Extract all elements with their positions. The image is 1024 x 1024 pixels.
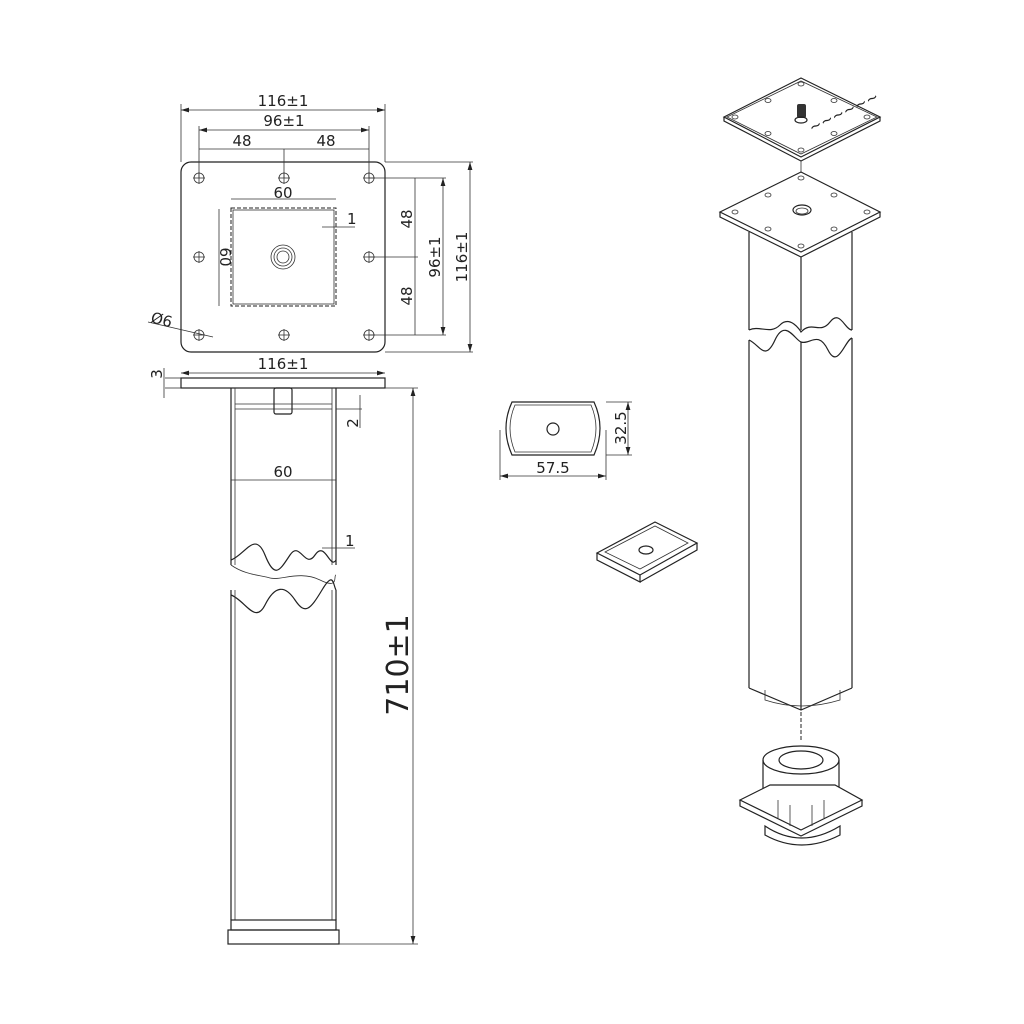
iso-hole: [797, 175, 805, 181]
dim-tube-width: 60: [273, 463, 292, 481]
dim-hole-diameter: Ø6: [149, 308, 174, 331]
dim-total-height: 710±1: [381, 614, 416, 715]
dim-plate-width: 116±1: [258, 355, 309, 373]
dim-half-bottom: 48: [398, 286, 416, 305]
iso-hole: [830, 98, 838, 103]
dim-half-right: 48: [316, 132, 335, 150]
side-view-leg: [180, 377, 386, 945]
iso-hole: [863, 114, 871, 120]
iso-hole: [830, 226, 838, 232]
iso-hole: [731, 114, 739, 120]
hole-icon: [278, 329, 290, 341]
dim-overall-width: 116±1: [258, 92, 309, 110]
side-view-dimensions: 116±1 3 2 60 1 710±1: [148, 355, 418, 945]
iso-leg-tube: [718, 171, 882, 740]
dim-half-top: 48: [398, 209, 416, 228]
iso-leveling-foot: [738, 745, 864, 846]
iso-hole: [731, 209, 739, 215]
dim-hole-span-height: 96±1: [426, 236, 444, 277]
iso-hole: [830, 131, 838, 136]
iso-hole: [764, 98, 772, 103]
iso-hole: [764, 192, 772, 198]
iso-hole: [830, 192, 838, 198]
iso-hole: [797, 243, 805, 249]
iso-hole: [764, 131, 772, 136]
top-view-dimensions: 116±1 96±1 48 48 60 60 1 Ø6 48 48 96±1 1…: [147, 92, 473, 353]
dim-inner-height: 60: [216, 247, 234, 266]
dim-inner-width: 60: [273, 184, 292, 202]
iso-mounting-plate: ~~~~~~: [722, 77, 882, 172]
dim-wall-top: 1: [347, 210, 357, 228]
dim-gap: 2: [344, 418, 362, 428]
dim-nut-height: 32.5: [612, 411, 630, 444]
iso-plate-holes: [731, 81, 871, 153]
dim-nut-width: 57.5: [536, 459, 569, 477]
nut-plate-isometric: [595, 521, 699, 583]
iso-hole: [797, 147, 805, 153]
hole-icon: [193, 251, 205, 263]
dim-plate-thickness: 3: [148, 369, 166, 379]
iso-hole: [764, 226, 772, 232]
dim-wall-side: 1: [345, 532, 355, 550]
iso-top-plate-holes: [731, 175, 871, 249]
iso-hole: [863, 209, 871, 215]
dim-overall-height: 116±1: [453, 232, 471, 283]
center-boss: [270, 244, 296, 270]
dim-half-left: 48: [232, 132, 251, 150]
nut-plate-top-view: 32.5 57.5: [499, 401, 632, 480]
iso-hole: [797, 81, 805, 87]
dim-hole-span-width: 96±1: [263, 112, 304, 130]
